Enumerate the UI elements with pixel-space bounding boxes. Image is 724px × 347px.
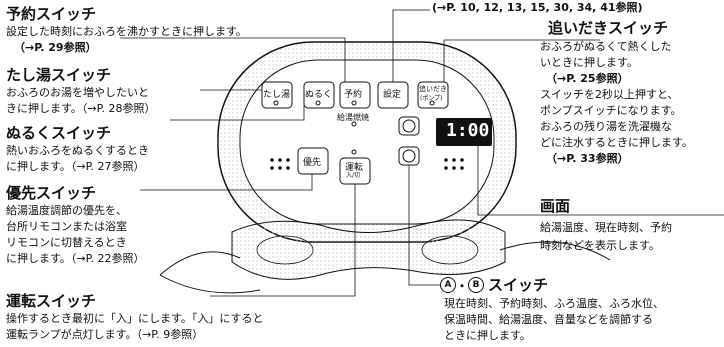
- oidaki-switch-desc-6: おふろの残り湯を洗濯機な: [540, 120, 672, 133]
- display-title: 画面: [540, 197, 571, 215]
- display-desc-1: 給湯温度、現在時刻、予約: [540, 221, 672, 234]
- yoyaku-button-label[interactable]: 予約: [344, 90, 363, 100]
- display-screen: [436, 118, 492, 146]
- wave-right: [499, 241, 611, 261]
- a-circle-icon: A: [440, 277, 456, 293]
- nuruku-switch-title: ぬるくスイッチ: [6, 124, 112, 142]
- yusen-switch-title: 優先スイッチ: [6, 184, 97, 202]
- unten-button-label[interactable]: 運転: [345, 163, 364, 173]
- lamp-yoyaku: [351, 100, 357, 106]
- lamp-tashiyu: [273, 100, 279, 106]
- wave-left: [159, 251, 241, 276]
- tashiyu-switch-desc-2: きに押します。（→P. 28参照）: [6, 102, 156, 115]
- yusen-switch-desc-4: に押します。（→P. 22参照）: [6, 252, 145, 265]
- ab-switch-title: A ・ B スイッチ: [440, 276, 548, 294]
- yusen-switch-desc-3: リモコンに切替えるとき: [6, 236, 127, 249]
- wave-bottom: [159, 274, 261, 294]
- leader-oidaki: [443, 39, 600, 82]
- oidaki-button-label[interactable]: 追いだき: [419, 85, 447, 93]
- nuruku-switch-desc-2: に押します。（→P. 27参照）: [6, 160, 145, 173]
- yusen-button-shape: [297, 147, 329, 175]
- top-reference: (→P. 10, 12, 13, 15, 30, 34, 41参照): [432, 1, 643, 14]
- tashiyu-switch-title: たし湯スイッチ: [6, 66, 112, 84]
- oidaki-switch-desc-7: どに注水するときに押します。: [540, 136, 693, 149]
- settei-button-label[interactable]: 設定: [383, 90, 402, 100]
- speaker-dots-right: [444, 158, 464, 170]
- oidaki-switch-title: 追いだきスイッチ: [548, 19, 669, 37]
- unten-button-sublabel: 入/切: [346, 172, 361, 179]
- yoyaku-switch-desc-1: 設定した時刻におふろを沸かすときに押します。: [6, 25, 247, 38]
- oidaki-button-shape: [417, 81, 449, 109]
- ab-switch-title-text: スイッチ: [488, 275, 549, 294]
- tashiyu-switch-desc-1: おふろのお湯を増やしたいと: [6, 86, 149, 99]
- panel-right-oval: [421, 235, 479, 265]
- yoyaku-switch-title: 予約スイッチ: [6, 5, 97, 23]
- oidaki-button-sublabel: (ポンプ): [420, 95, 443, 102]
- panel-left-oval: [256, 235, 314, 265]
- ab-switch-desc-3: ときに押します。: [444, 329, 531, 342]
- lamp-oidaki: [429, 100, 435, 106]
- ab-switch-desc-2: 保温時間、給湯温度、音量などを調節する: [444, 313, 653, 326]
- ab-switch-desc-1: 現在時刻、予約時刻、ふろ温度、ふろ水位、: [444, 297, 664, 310]
- nuruku-switch-desc-1: 熱いおふろをぬるくするとき: [6, 144, 149, 157]
- leader-display: [477, 146, 724, 216]
- lamp-kyuto: [351, 121, 357, 127]
- b-button-circle: [402, 149, 416, 163]
- lamp-unten: [351, 149, 357, 155]
- leader-ab: [408, 165, 440, 286]
- oidaki-switch-desc-2: いときに押します。: [540, 56, 638, 69]
- yusen-switch-desc-2: 台所リモコンまたは浴室: [6, 220, 127, 233]
- yusen-switch-desc-1: 給湯温度調節の優先を、: [6, 204, 127, 217]
- kyuto-nensho-label: 給湯燃焼: [337, 113, 369, 122]
- nuruku-button-shape: [303, 81, 335, 109]
- leader-settei: [392, 9, 430, 82]
- leader-nuruku: [170, 104, 305, 121]
- leader-unten: [210, 184, 356, 297]
- a-button-circle: [402, 119, 416, 133]
- yusen-button-label[interactable]: 優先: [303, 158, 322, 168]
- lamp-nuruku: [315, 100, 321, 106]
- oidaki-switch-desc-3: （→P. 25参照）: [546, 72, 629, 85]
- oidaki-switch-desc-4: スイッチを2秒以上押すと、: [540, 88, 679, 101]
- yoyaku-switch-desc-2: （→P. 29参照）: [14, 41, 97, 54]
- display-desc-2: 時刻などを表示します。: [540, 239, 660, 252]
- tashiyu-button-label[interactable]: たし湯: [263, 90, 291, 100]
- oidaki-switch-desc-5: ポンプスイッチになります。: [540, 104, 682, 117]
- tashiyu-button-shape: [261, 81, 293, 109]
- unten-switch-desc-1: 操作するとき最初に「入」にします。「入」にすると: [6, 312, 264, 325]
- b-circle-icon: B: [468, 277, 485, 293]
- oidaki-switch-desc-8: （→P. 33参照）: [546, 152, 629, 165]
- yoyaku-button-shape: [339, 81, 371, 109]
- panel-lower-area: [231, 219, 506, 280]
- nuruku-button-label[interactable]: ぬるく: [305, 90, 333, 100]
- speaker-dots-left: [270, 158, 290, 170]
- oidaki-switch-desc-1: おふろがぬるくて熱くした: [540, 40, 672, 53]
- a-button-shape: [398, 116, 420, 136]
- unten-switch-title: 運転スイッチ: [6, 292, 97, 310]
- unten-switch-desc-2: 運転ランプが点灯します。（→P. 9参照）: [6, 328, 204, 341]
- leader-yusen: [140, 174, 313, 191]
- ab-separator: ・: [456, 278, 469, 293]
- display-time: 1:00: [446, 120, 490, 141]
